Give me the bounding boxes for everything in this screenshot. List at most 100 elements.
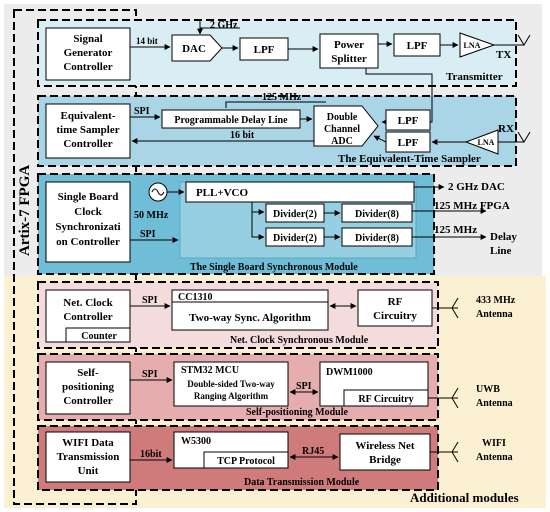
out-fpga-label: 125 MHz FPGA <box>434 200 510 212</box>
out-dac-label: 2 GHz DAC <box>448 181 505 193</box>
ant-uwb-line-2: Antenna <box>476 398 513 409</box>
sync-ctrl-line-3: Synchronizati <box>55 221 120 233</box>
antenna-uwb <box>451 387 459 409</box>
div8-bottom-label: Divider(8) <box>355 233 399 244</box>
sync-ctrl-line-4: on Controller <box>56 236 120 248</box>
fpga-boundary <box>13 9 137 505</box>
tx-lpf-1-label: LPF <box>254 44 275 56</box>
bridge-line-2: Bridge <box>369 454 401 466</box>
ranging-line-2: Ranging Algorithm <box>194 391 269 401</box>
div8-top-label: Divider(8) <box>355 209 399 220</box>
splitter-line-2: Splitter <box>331 53 367 65</box>
label-14bit: 14 bit <box>136 36 158 46</box>
ranging-line-1: Double-sided Two-way <box>187 379 275 389</box>
adc-block <box>313 105 379 147</box>
ant-wifi-line-2: Antenna <box>476 452 513 463</box>
power-splitter <box>319 33 379 69</box>
pll-label: PLL+VCO <box>196 187 249 199</box>
splitter-line-1: Power <box>334 39 364 51</box>
wifi-ctrl-line-2: Transmission <box>57 451 120 463</box>
label-spi-sampler: SPI <box>134 106 150 117</box>
signal-gen-line-2: Generator <box>64 47 113 59</box>
adc-line-1: Double <box>327 112 358 123</box>
sync-label: The Single Board Synchronous Module <box>190 262 358 273</box>
wifi-ctrl-line-3: Unit <box>78 465 99 477</box>
label-125mhz: 125 MHz <box>262 92 302 103</box>
transmission-label: Data Transmission Module <box>244 477 360 488</box>
selfpos-ctrl-line-2: positioning <box>62 381 114 393</box>
label-spi-dwm: SPI <box>296 381 312 392</box>
sampler-ctrl-line-2: time Sampler <box>56 124 119 136</box>
label-spi-netclock: SPI <box>142 295 158 306</box>
adc-line-3: ADC <box>331 136 353 147</box>
tcp-block <box>203 451 289 469</box>
tcp-label: TCP Protocol <box>217 456 275 467</box>
div8-top <box>341 203 413 223</box>
cc1310-label: CC1310 <box>178 292 212 303</box>
oscillator-wave <box>151 188 165 196</box>
dac-block <box>171 34 223 62</box>
ant-433-line-2: Antenna <box>476 309 513 320</box>
signal-gen-line-1: Signal <box>73 33 102 45</box>
selfpos-ctrl-line-1: Self- <box>77 367 99 379</box>
label-50mhz: 50 MHz <box>134 210 169 221</box>
out-delay-freq-label: 125 MHz <box>434 224 477 236</box>
stm32-label: STM32 MCU <box>181 365 239 376</box>
sync-ctrl-line-2: Clock <box>74 206 102 218</box>
div2-top-label: Divider(2) <box>273 209 317 220</box>
tx-label: TX <box>496 49 511 61</box>
signal-gen-controller <box>45 27 131 81</box>
out-delay-line-2: Line <box>490 245 512 257</box>
antenna-433 <box>451 297 459 319</box>
sync-ctrl-line-1: Single Board <box>58 191 119 203</box>
wire-pll-dividers <box>251 202 265 240</box>
selfpos-rf-label: RF Circuitry <box>358 394 413 405</box>
stm32-block <box>173 361 289 407</box>
antenna-wifi <box>451 441 459 463</box>
cc1310-block <box>171 289 329 331</box>
two-way-label: Two-way Sync. Algorithm <box>189 312 311 324</box>
dac-label: DAC <box>182 43 206 55</box>
label-spi-sync: SPI <box>140 229 156 240</box>
label-16bit: 16 bit <box>230 130 255 141</box>
rx-lpf-1 <box>385 109 431 131</box>
label-2ghz: 2 GHz <box>210 20 238 31</box>
selfpos-ctrl-line-3: Controller <box>63 395 112 407</box>
ant-wifi-line-1: WIFI <box>482 438 506 449</box>
signal-gen-line-3: Controller <box>63 61 112 73</box>
sampler-ctrl-line-3: Controller <box>63 138 112 150</box>
dwm1000-label: DWM1000 <box>326 367 373 378</box>
tx-lna <box>459 32 496 58</box>
selfpos-label: Self-positioning Module <box>246 407 349 418</box>
wire-lpf2-adc <box>373 135 387 143</box>
label-rj45: RJ45 <box>302 446 324 457</box>
counter-label: Counter <box>81 331 117 342</box>
selfpos-controller <box>45 361 131 415</box>
netclock-label: Net. Clock Synchronous Module <box>230 335 369 346</box>
bridge-line-1: Wireless Net <box>355 440 414 452</box>
additional-label: Additional modules <box>410 490 519 505</box>
wifi-ctrl-line-1: WIFI Data <box>62 437 114 449</box>
netclock-ctrl-line-1: Net. Clock <box>63 297 113 309</box>
rx-lpf-2-label: LPF <box>398 137 419 149</box>
netclock-ctrl-line-2: Controller <box>63 311 112 323</box>
pll-block <box>185 181 415 203</box>
netclock-rf-line-2: Circuitry <box>373 310 417 322</box>
ant-433-line-1: 433 MHz <box>476 295 516 306</box>
rx-lpf-1-label: LPF <box>398 115 419 127</box>
wire-125mhz <box>225 101 326 108</box>
fpga-label: Artix-7 FPGA <box>17 165 33 256</box>
rx-label: RX <box>498 123 514 135</box>
adc-line-2: Channel <box>324 124 360 135</box>
netclock-rf-line-1: RF <box>388 296 403 308</box>
div2-bottom-label: Divider(2) <box>273 233 317 244</box>
rx-antenna <box>517 131 531 143</box>
delay-line-label: Programmable Delay Line <box>174 115 288 126</box>
rx-lna-label: LNA <box>478 138 495 147</box>
sampler-label: The Equivalent-Time Sampler <box>338 153 481 165</box>
ant-uwb-line-1: UWB <box>476 384 500 395</box>
w5300-label: W5300 <box>181 436 211 447</box>
label-spi-selfpos: SPI <box>142 369 158 380</box>
